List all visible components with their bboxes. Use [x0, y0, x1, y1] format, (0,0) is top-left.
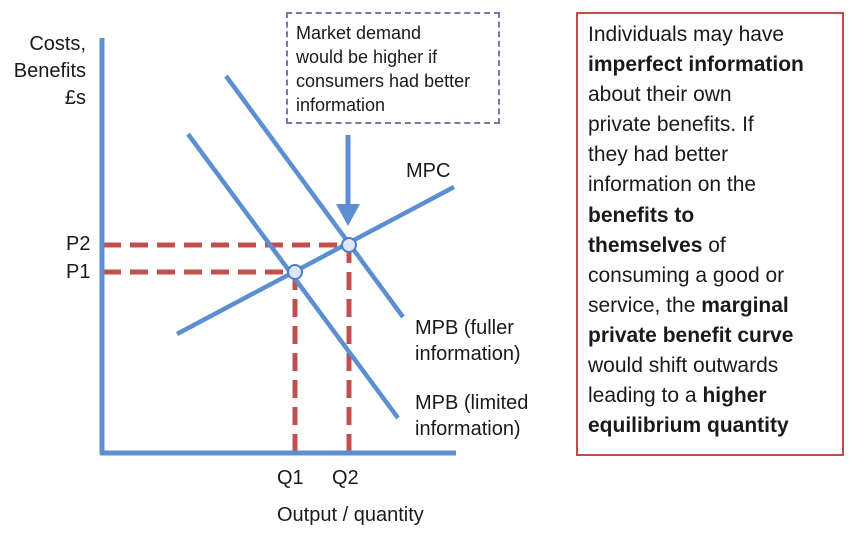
explanation-text: consuming a good or — [588, 263, 785, 287]
y-axis-label-line: £s — [64, 87, 86, 109]
explanation-line: consuming a good or — [588, 261, 834, 291]
explanation-line: service, the marginal — [588, 291, 834, 321]
explanation-text: of — [702, 233, 726, 257]
tick-p1: P1 — [66, 261, 91, 283]
y-axis-label-line: Benefits — [13, 60, 86, 82]
explanation-bold-text: themselves — [588, 233, 703, 257]
explanation-line: would shift outwards — [588, 351, 834, 381]
explanation-bold-text: benefits to — [588, 203, 695, 227]
explanation-text: would shift outwards — [588, 354, 779, 378]
explanation-line: they had better — [588, 140, 834, 170]
explanation-text: private benefits. If — [588, 113, 754, 137]
mpb-fuller-label: MPB (fuller information) — [415, 315, 521, 367]
explanation-line: about their own — [588, 80, 834, 110]
mpb-fuller-label-line: MPB (fuller — [415, 317, 514, 339]
mpc-label: MPC — [406, 160, 451, 182]
tick-p2: P2 — [66, 233, 91, 255]
tick-q2: Q2 — [332, 467, 359, 489]
explanation-line: benefits to — [588, 201, 834, 231]
explanation-line: private benefits. If — [588, 110, 834, 140]
mpc-curve — [175, 185, 456, 336]
explanation-box: Individuals may have imperfect informatio… — [576, 12, 844, 456]
explanation-bold-text: equilibrium quantity — [588, 414, 789, 438]
explanation-line: Individuals may have — [588, 20, 834, 50]
callout-line: consumers had better — [296, 71, 471, 91]
explanation-bold-text: marginal — [701, 293, 789, 317]
mpb-limited-label: MPB (limited information) — [415, 390, 528, 442]
explanation-line: information on the — [588, 170, 834, 200]
explanation-line: private benefit curve — [588, 321, 834, 351]
explanation-text: Individuals may have — [588, 23, 785, 46]
mpb-fuller-label-line: information) — [415, 343, 521, 365]
explanation-text: they had better — [588, 143, 729, 167]
y-axis-label-line: Costs, — [29, 33, 86, 55]
explanation-text: information on the — [588, 173, 757, 197]
explanation-line: themselves of — [588, 231, 834, 261]
tick-q1: Q1 — [277, 467, 304, 489]
callout-line: Market demand — [296, 23, 422, 43]
mpb-limited-label-line: MPB (limited — [415, 392, 529, 414]
explanation-text: service, the — [588, 293, 702, 317]
explanation-line: equilibrium quantity — [588, 411, 834, 441]
explanation-text: leading to a — [588, 384, 703, 408]
explanation-bold-text: imperfect information — [588, 53, 804, 77]
explanation-bold-text: higher — [702, 384, 767, 408]
equilibrium-point-2 — [341, 237, 357, 253]
equilibrium-point-1 — [287, 264, 303, 280]
callout-arrow-head — [336, 204, 360, 226]
callout-line: information — [296, 95, 386, 115]
explanation-text: about their own — [588, 83, 732, 107]
x-axis-label: Output / quantity — [277, 504, 424, 526]
mpb-fuller-curve — [224, 74, 405, 319]
callout-note: Market demand would be higher if consume… — [286, 12, 500, 124]
mpb-limited-label-line: information) — [415, 418, 521, 440]
y-axis-label: Costs, Benefits £s — [0, 31, 86, 112]
explanation-bold-text: private benefit curve — [588, 323, 794, 347]
callout-line: would be higher if — [296, 47, 438, 67]
explanation-line: leading to a higher — [588, 381, 834, 411]
explanation-line: imperfect information — [588, 50, 834, 80]
